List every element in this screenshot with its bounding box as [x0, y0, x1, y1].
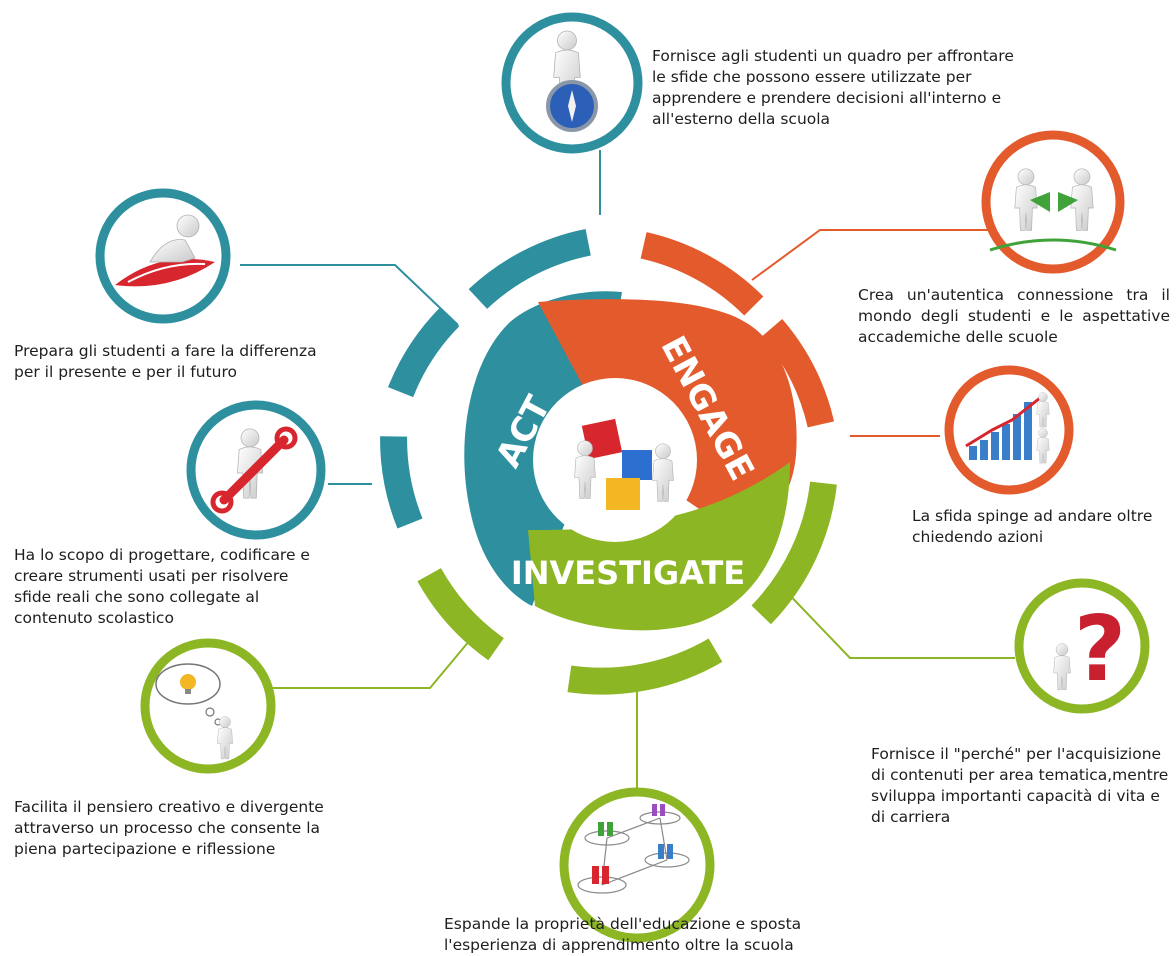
- blocks-teamwork-icon: [574, 418, 674, 510]
- caption-idea: Facilita il pensiero creativo e divergen…: [14, 798, 324, 858]
- ring-segment-top-left: [468, 229, 592, 309]
- ring-segment-left-lower: [380, 436, 423, 529]
- handshake-plug-icon: [981, 130, 1125, 274]
- ring-segment-left-upper: [388, 307, 460, 398]
- question-mark-icon: ?: [1014, 578, 1150, 714]
- caption-compass: Fornisce agli studenti un quadro per aff…: [652, 47, 1014, 128]
- ring-segment-bottom: [567, 638, 723, 695]
- network-people-icon: [559, 787, 715, 943]
- caption-handshake: Crea un'autentica connessione tra il mon…: [858, 286, 1170, 346]
- wrench-figure-icon: [186, 400, 326, 540]
- ring-segment-bottom-left: [417, 567, 505, 661]
- connector-line-surfboard: [240, 264, 459, 326]
- svg-text:?: ?: [1074, 597, 1126, 702]
- segment-label-investigate: INVESTIGATE: [511, 554, 745, 592]
- connector-line-idea: [273, 639, 471, 689]
- connector-line-question: [779, 584, 1015, 659]
- ring-segment-top-right: [640, 232, 764, 316]
- ring-segment-right-upper: [761, 318, 835, 428]
- caption-wrench: Ha lo scopo di progettare, codificare e …: [14, 546, 310, 627]
- idea-bubble-icon: [140, 638, 276, 774]
- center-disc: [533, 378, 697, 542]
- caption-question: Fornisce il "perché" per l'acquisizione …: [871, 745, 1169, 826]
- growth-chart-icon: [944, 365, 1074, 495]
- compass-figure-icon: [501, 12, 643, 154]
- segment-investigate-shape: [528, 462, 790, 631]
- caption-growth: La sfida spinge ad andare oltre chiedend…: [912, 507, 1153, 546]
- caption-network: Espande la proprietà dell'educazione e s…: [444, 915, 802, 954]
- ring-segment-right-lower: [751, 481, 837, 625]
- surfboard-figure-icon: [95, 188, 231, 324]
- caption-surfboard: Prepara gli studenti a fare la differenz…: [14, 342, 317, 381]
- connector-line-handshake: [751, 229, 990, 281]
